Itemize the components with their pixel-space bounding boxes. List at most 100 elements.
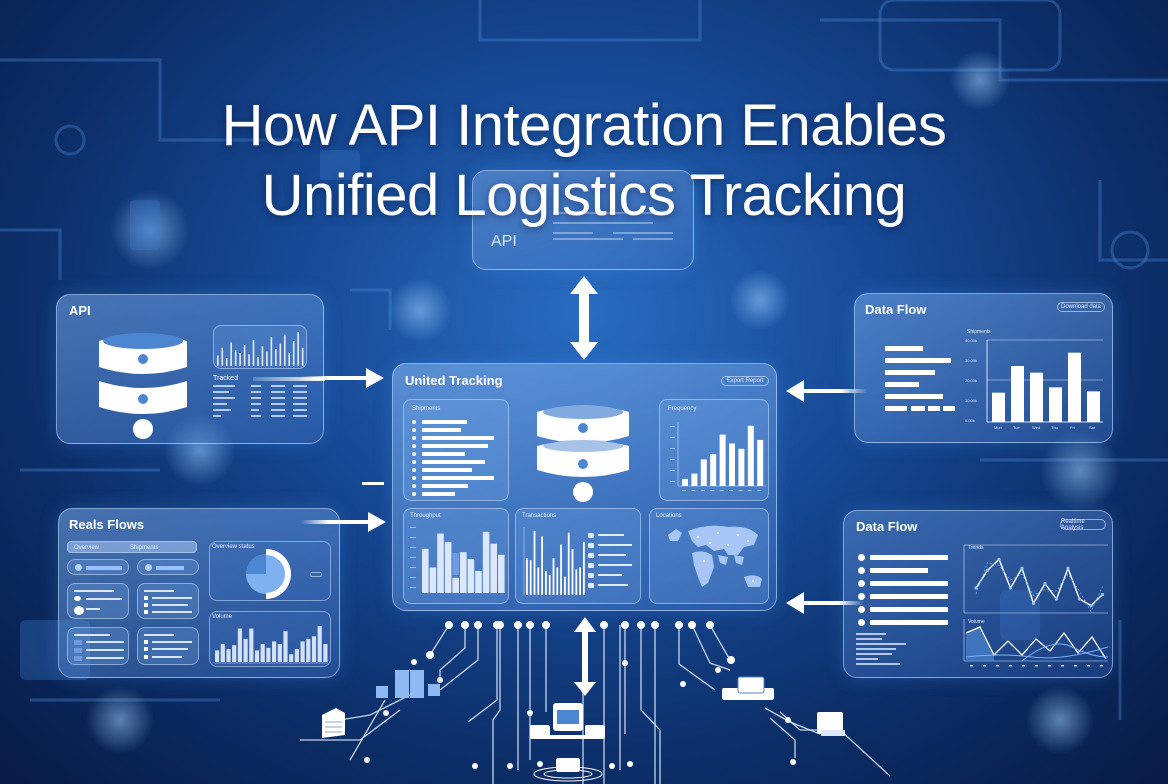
locations-map-card: Locations xyxy=(649,508,769,604)
svg-text:Wed: Wed xyxy=(1032,425,1040,430)
list-item-bar xyxy=(422,428,461,432)
svg-text:Fri: Fri xyxy=(1070,425,1075,430)
list-item-bar xyxy=(422,452,466,456)
transactions-chart-card: Transactions xyxy=(515,508,641,604)
unified-tracking-label: United Tracking xyxy=(405,373,503,388)
volume-area-title: Volume xyxy=(968,619,985,625)
realtime-tabs: Overview Shipments xyxy=(67,541,197,553)
data-flow-bottom-label: Data Flow xyxy=(856,519,918,534)
list-item-bar xyxy=(422,484,469,488)
list-bullet xyxy=(412,436,416,440)
list-bullet xyxy=(412,444,416,448)
list-item-bar xyxy=(870,581,948,586)
unified-tracking-panel: United Tracking Export Report Shipments … xyxy=(392,363,777,611)
list-bullet xyxy=(412,428,416,432)
realtime-bar-card: Volume xyxy=(209,611,331,667)
data-flow-top-label: Data Flow xyxy=(865,302,927,317)
realtime-analysis-button[interactable]: Realtime Analysis xyxy=(1060,519,1106,531)
svg-text:Sat: Sat xyxy=(1089,425,1096,430)
left-api-table xyxy=(213,385,307,417)
svg-text:Thu: Thu xyxy=(1051,425,1058,430)
list-item-bar xyxy=(870,620,948,625)
realtime-filter-1[interactable] xyxy=(67,559,129,575)
realtime-card-4 xyxy=(137,627,199,665)
list-item-bar xyxy=(885,370,935,375)
list-item-bar xyxy=(870,568,928,573)
donut-chart xyxy=(246,549,291,599)
list-bullet xyxy=(412,484,416,488)
world-map xyxy=(668,525,762,587)
transactions-chart-title: Transactions xyxy=(522,513,557,519)
list-bullet xyxy=(412,476,416,480)
export-report-button[interactable]: Export Report xyxy=(721,376,769,386)
shipments-list-card: Shipments xyxy=(403,399,509,501)
trends-line-chart xyxy=(963,544,1108,614)
svg-text:Tue: Tue xyxy=(1013,425,1021,430)
list-item-bar xyxy=(885,346,923,351)
left-api-sparkline-chart xyxy=(213,325,307,369)
throughput-chart-card: Throughput xyxy=(403,508,509,604)
realtime-flows-label: Reals Flows xyxy=(69,517,145,532)
list-bullet xyxy=(412,492,416,496)
throughput-chart-title: Throughput xyxy=(410,513,441,519)
list-item-bar xyxy=(422,492,456,496)
legend-bar xyxy=(928,406,940,411)
svg-text:20.00k: 20.00k xyxy=(965,378,977,383)
realtime-filter-2[interactable] xyxy=(137,559,199,575)
realtime-donut-card: Overview status xyxy=(209,541,331,601)
data-flow-bottom-notes xyxy=(856,633,906,665)
tab-overview[interactable]: Overview xyxy=(74,545,100,551)
arrow-flows-to-center xyxy=(300,512,386,532)
donut-title: Overview status xyxy=(212,544,255,550)
api-doc-lines xyxy=(553,212,673,240)
tab-shipments[interactable]: Shipments xyxy=(130,545,159,551)
list-bullet xyxy=(858,606,865,613)
legend-bar xyxy=(943,406,955,411)
list-bullet xyxy=(858,580,865,587)
volume-area-chart xyxy=(963,619,1108,667)
svg-text:10.00k: 10.00k xyxy=(965,398,977,403)
list-bullet xyxy=(858,567,865,574)
list-item-bar xyxy=(422,444,489,448)
data-flow-bottom-panel: Data Flow Realtime Analysis Trends Volum… xyxy=(843,510,1113,678)
list-item-bar xyxy=(422,460,486,464)
volume-chart-title: Volume xyxy=(212,614,233,620)
frequency-chart-title: Frequency xyxy=(668,406,697,412)
list-item-bar xyxy=(885,358,951,363)
list-item-bar xyxy=(422,420,467,424)
api-bidirectional-arrow xyxy=(570,276,598,360)
realtime-card-2 xyxy=(137,583,199,619)
left-api-label: API xyxy=(69,303,91,318)
database-icon xyxy=(537,405,629,502)
svg-text:30.00k: 30.00k xyxy=(965,358,977,363)
list-item-bar xyxy=(422,436,494,440)
top-api-panel: API xyxy=(472,170,694,270)
realtime-card-3 xyxy=(67,627,129,665)
locations-map-title: Locations xyxy=(656,513,682,519)
center-side-tick xyxy=(362,482,384,485)
legend-bar xyxy=(911,406,925,411)
list-bullet xyxy=(858,554,865,561)
list-bullet xyxy=(412,460,416,464)
list-item-bar xyxy=(870,607,948,612)
list-bullet xyxy=(412,452,416,456)
svg-text:0.00k: 0.00k xyxy=(965,418,975,423)
left-api-connector-line xyxy=(253,377,325,381)
left-api-panel: API Tracked xyxy=(56,294,325,444)
download-data-button[interactable]: Download data xyxy=(1057,302,1105,312)
list-item-bar xyxy=(885,394,943,399)
arrow-api-to-center xyxy=(300,368,384,388)
list-bullet xyxy=(858,619,865,626)
list-item-bar xyxy=(885,382,919,387)
list-item-bar xyxy=(422,468,473,472)
legend-bar xyxy=(885,406,907,411)
arrow-dataflow-top-to-center xyxy=(786,380,868,402)
list-item-bar xyxy=(870,594,948,599)
left-api-table-title: Tracked xyxy=(213,375,239,382)
list-bullet xyxy=(412,420,416,424)
list-item-bar xyxy=(422,476,494,480)
list-bullet xyxy=(858,593,865,600)
svg-text:40.00k: 40.00k xyxy=(965,338,977,343)
df-top-y-title: Shipments xyxy=(967,329,991,335)
